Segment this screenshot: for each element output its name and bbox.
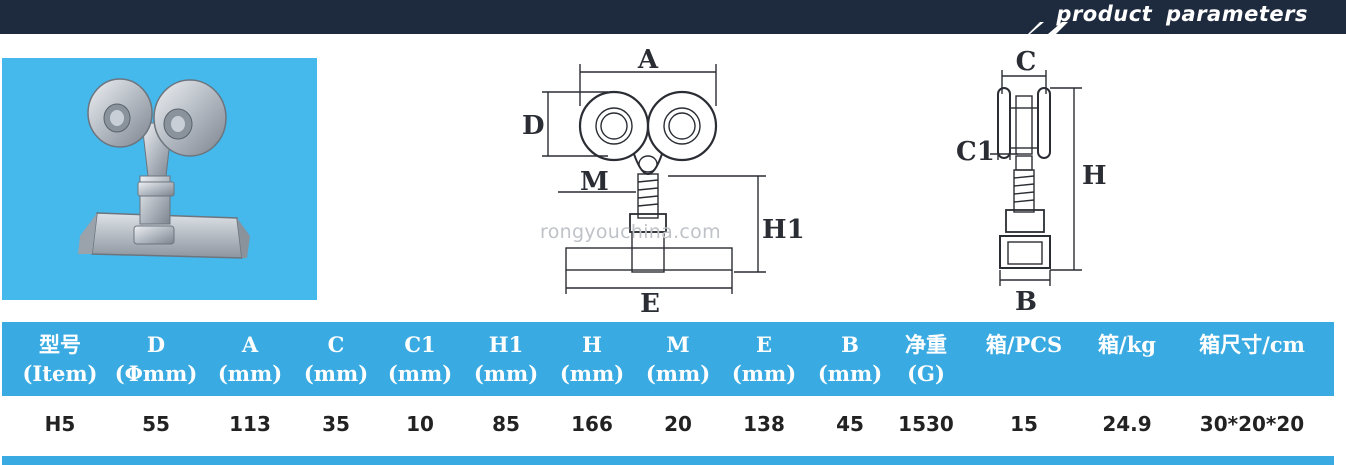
parameter-table: 型号(Item) D(Φmm) A(mm) C(mm) C1(mm) H1(mm… <box>2 322 1334 465</box>
header-c1: C1(mm) <box>387 332 453 386</box>
banner-shape <box>0 0 1346 34</box>
header-box-pcs: 箱/PCS <box>985 332 1063 357</box>
label-C1: C1 <box>956 137 995 167</box>
table-bottom-strip <box>2 456 1334 465</box>
cell-a: 113 <box>229 412 271 436</box>
header-item: 型号(Item) <box>22 332 98 386</box>
label-A: A <box>637 45 659 75</box>
cell-c1: 10 <box>406 412 434 436</box>
cell-m: 20 <box>664 412 692 436</box>
header-weight: 净重(G) <box>905 332 947 386</box>
top-banner: product parameters <box>0 0 1346 36</box>
label-C: C <box>1016 47 1037 77</box>
cell-weight: 1530 <box>898 412 954 436</box>
header-h: H(mm) <box>559 332 625 386</box>
cell-b: 45 <box>836 412 864 436</box>
cell-e: 138 <box>743 412 785 436</box>
product-photo <box>2 58 317 300</box>
label-D: D <box>522 111 545 141</box>
cell-d: 55 <box>142 412 170 436</box>
header-box-size: 箱尺寸/cm <box>1199 332 1305 357</box>
header-d: D(Φmm) <box>114 332 198 386</box>
cell-h1: 85 <box>492 412 520 436</box>
cell-box-size: 30*20*20 <box>1199 412 1305 436</box>
table-row: H5 55 113 35 10 85 166 20 138 45 1530 15… <box>2 396 1334 456</box>
label-E: E <box>640 289 660 316</box>
cell-c: 35 <box>322 412 350 436</box>
header-b: B(mm) <box>817 332 883 386</box>
banner-title: product parameters <box>1056 2 1308 26</box>
table-header-row: 型号(Item) D(Φmm) A(mm) C(mm) C1(mm) H1(mm… <box>2 322 1334 396</box>
side-view-diagram: C C1 H B <box>956 47 1107 316</box>
cell-item: H5 <box>44 412 76 436</box>
header-h1: H1(mm) <box>473 332 539 386</box>
label-M: M <box>580 167 609 197</box>
trolley-illustration <box>78 78 250 259</box>
cell-h: 166 <box>571 412 613 436</box>
header-a: A(mm) <box>217 332 283 386</box>
label-H1: H1 <box>762 215 805 245</box>
cell-box-kg: 24.9 <box>1102 412 1152 436</box>
label-B: B <box>1015 287 1037 316</box>
cell-box-pcs: 15 <box>1010 412 1038 436</box>
watermark-text: rongyouchina.com <box>540 221 721 243</box>
header-e: E(mm) <box>731 332 797 386</box>
header-m: M(mm) <box>645 332 711 386</box>
label-H: H <box>1082 161 1107 191</box>
front-view-diagram: A D M H1 E <box>522 45 805 316</box>
header-c: C(mm) <box>303 332 369 386</box>
header-box-kg: 箱/kg <box>1098 332 1156 357</box>
